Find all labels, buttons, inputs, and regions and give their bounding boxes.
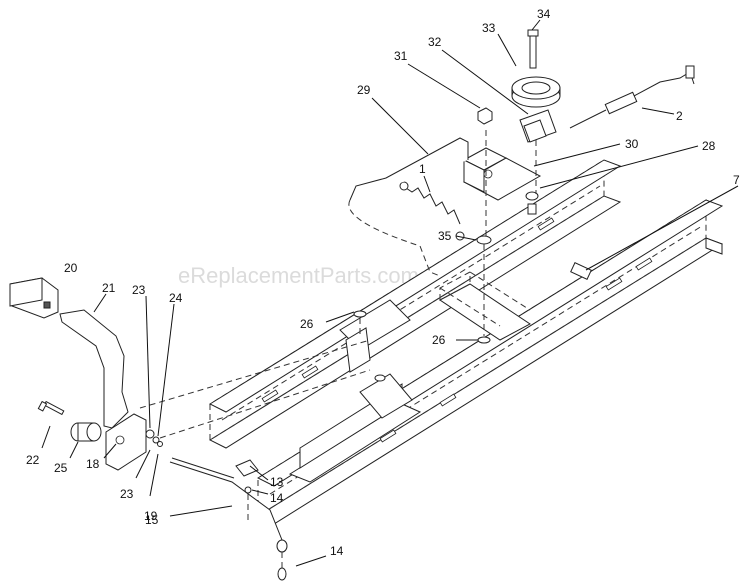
spring-1 xyxy=(399,181,465,241)
cable-2 xyxy=(569,65,695,129)
callout-34: 34 xyxy=(537,7,551,21)
callout-14-lower: 14 xyxy=(330,544,344,558)
pulley-33 xyxy=(511,76,561,108)
callout-13: 13 xyxy=(270,475,284,489)
callout-14-upper: 14 xyxy=(270,491,284,505)
callout-35: 35 xyxy=(438,229,452,243)
callout-31: 31 xyxy=(394,49,408,63)
callout-2: 2 xyxy=(676,109,683,123)
nut-31 xyxy=(477,107,493,125)
pedal-pad-20 xyxy=(9,277,59,319)
callout-7: 7 xyxy=(733,173,740,187)
bolt-34 xyxy=(527,29,539,69)
clip-13 xyxy=(235,459,259,494)
cross-member xyxy=(439,271,531,341)
callout-18: 18 xyxy=(86,457,100,471)
callout-33: 33 xyxy=(482,21,496,35)
callout-1: 1 xyxy=(419,162,426,176)
callout-15: 15 xyxy=(145,513,159,527)
brake-pedal-21 xyxy=(59,309,129,429)
spacer-35 xyxy=(476,191,539,245)
idler-arm-32 xyxy=(519,109,557,143)
callout-23-upper: 23 xyxy=(132,283,146,297)
brake-rod-15 xyxy=(169,457,288,581)
callout-30: 30 xyxy=(625,137,639,151)
callout-26-right: 26 xyxy=(432,333,446,347)
callout-21: 21 xyxy=(102,281,116,295)
callout-22: 22 xyxy=(26,453,40,467)
rod-29 xyxy=(348,137,469,277)
nut-26-upper xyxy=(353,310,367,318)
assembly-lines xyxy=(139,130,537,520)
callout-28: 28 xyxy=(702,139,716,153)
callout-labels: 34 33 32 31 29 2 30 28 1 7 35 20 21 23 2… xyxy=(26,7,740,558)
callout-26-left: 26 xyxy=(300,317,314,331)
callout-25: 25 xyxy=(54,461,68,475)
callout-20: 20 xyxy=(64,261,78,275)
frame-rail-front xyxy=(256,199,724,525)
callout-19: 19 xyxy=(144,509,158,523)
bolt-22 xyxy=(37,400,65,416)
callout-23-lower: 23 xyxy=(120,487,134,501)
bushing-25 xyxy=(70,422,102,442)
callout-leaders xyxy=(41,19,739,567)
callout-24: 24 xyxy=(169,291,183,305)
callout-32: 32 xyxy=(428,35,442,49)
watermark-text: eReplacementParts.com xyxy=(178,263,419,288)
bracket-lower xyxy=(288,373,422,483)
bracket-upper xyxy=(339,299,411,373)
pivot-bracket-18 xyxy=(105,413,147,471)
callout-29: 29 xyxy=(357,83,371,97)
washers-23-24 xyxy=(145,429,163,447)
spacer-7 xyxy=(570,262,592,280)
frame-rail-rear xyxy=(208,159,622,449)
